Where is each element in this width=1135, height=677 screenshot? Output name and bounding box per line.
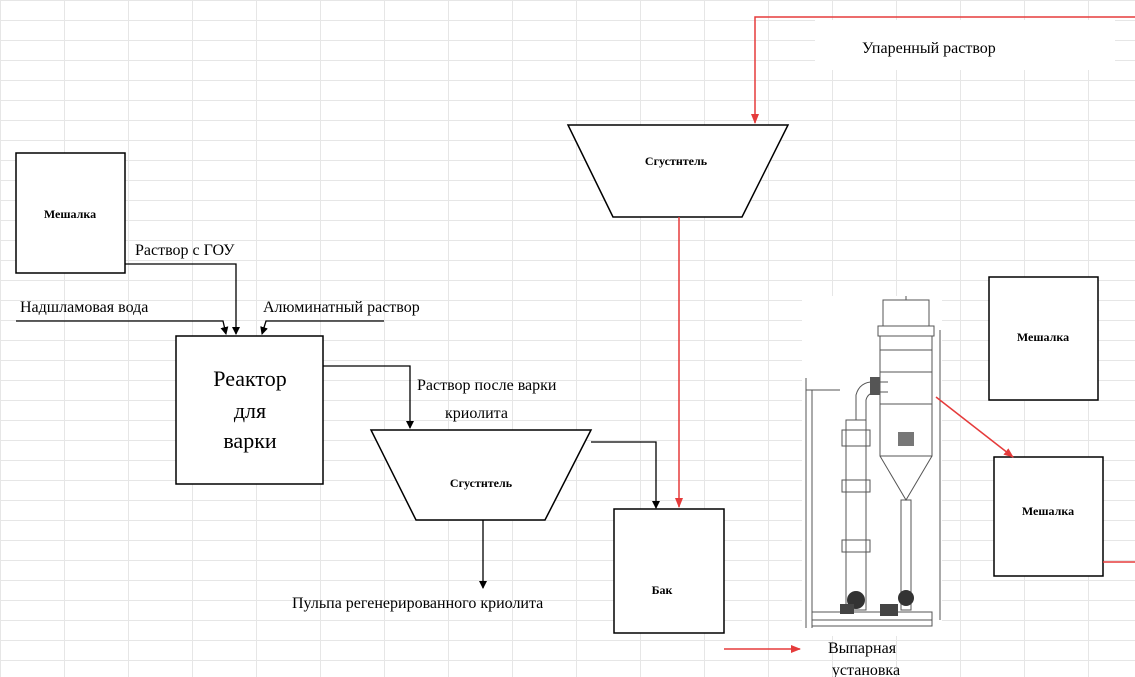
flow-solution-gou bbox=[125, 263, 240, 335]
reactor-box bbox=[175, 335, 324, 485]
mixer-box-top-left bbox=[15, 152, 126, 274]
thickener-bottom-shape bbox=[369, 429, 593, 521]
flow-thickener-to-tank bbox=[591, 441, 660, 509]
thickener-bottom-label: Сгустнтель bbox=[450, 476, 513, 490]
tank-label: Бак bbox=[652, 583, 673, 597]
mixer-label-right-bottom: Мешалка bbox=[1022, 504, 1074, 518]
label-background bbox=[815, 20, 1115, 70]
pulp-label: Пульпа регенерированного криолита bbox=[292, 595, 543, 612]
evaporated-solution-label: Упаренный раствор bbox=[862, 40, 996, 57]
flow-evaporated-solution-return bbox=[751, 16, 1135, 124]
flow-reactor-to-thickener bbox=[323, 365, 414, 429]
mixer-label-right-top: Мешалка bbox=[1017, 330, 1069, 344]
thickener-top-shape bbox=[566, 124, 790, 218]
after-cooking-label-line1: Раствор после варки bbox=[417, 377, 557, 394]
mixer-label-top-left: Мешалка bbox=[44, 207, 96, 221]
reactor-label-line3: варки bbox=[223, 428, 277, 453]
evaporator-label-line2: установка bbox=[832, 662, 900, 677]
evaporator-drawing bbox=[802, 296, 942, 636]
solution-gou-label: Раствор с ГОУ bbox=[135, 242, 235, 259]
tank-box bbox=[613, 508, 725, 634]
flow-aluminate-solution bbox=[260, 320, 384, 335]
thickener-top-label: Сгустнтель bbox=[645, 154, 708, 168]
flow-supernatant-water bbox=[16, 320, 229, 335]
reactor-label-line2: для bbox=[234, 398, 266, 423]
aluminate-solution-label: Алюминатный раствор bbox=[263, 299, 420, 316]
flow-evaporator-to-mixer bbox=[935, 396, 1014, 458]
mixer-box-right-top bbox=[988, 276, 1099, 401]
mixer-box-right-bottom bbox=[993, 456, 1104, 577]
evaporator-label-line1: Выпарная bbox=[828, 640, 897, 657]
reactor-label-line1: Реактор bbox=[213, 366, 286, 391]
after-cooking-label-line2: криолита bbox=[445, 405, 508, 422]
supernatant-water-label: Надшламовая вода bbox=[20, 299, 148, 316]
